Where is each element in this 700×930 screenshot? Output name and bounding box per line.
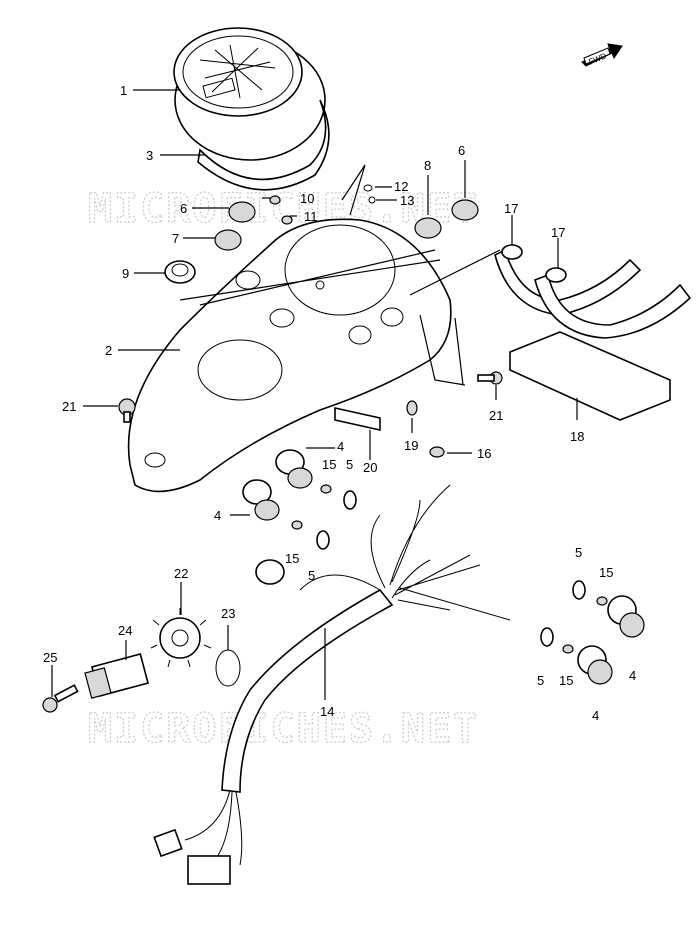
cushion-18 [509,331,671,421]
grommet-8 [414,217,442,239]
callout-15d: 15 [559,673,573,688]
speed-sensor-24 [84,653,150,699]
callout-17b: 17 [551,225,565,240]
callout-25: 25 [43,650,57,665]
callout-7: 7 [172,231,179,246]
callout-1: 1 [120,83,127,98]
callout-4d: 4 [592,708,599,723]
callout-9: 9 [122,266,129,281]
callout-4a: 4 [337,439,344,454]
screw-21-left [118,398,136,423]
grommet-6-right [451,199,479,221]
socket-4 [242,449,645,685]
washer-12 [363,184,373,192]
callout-5d: 5 [537,673,544,688]
callout-6a: 6 [180,201,187,216]
callout-5b: 5 [308,568,315,583]
callout-15b: 15 [285,551,299,566]
callout-17a: 17 [504,201,518,216]
fwd-arrow-icon: FWD [581,43,623,67]
washer-19 [406,400,418,416]
bulb-16 [429,446,445,458]
leader-lines [51,89,578,700]
meter-ring [197,99,330,191]
callout-numbers: 1 2 3 4 4 4 4 5 5 5 5 6 6 7 8 9 10 11 12… [43,83,636,723]
bolt-25 [42,684,79,713]
callout-23: 23 [221,606,235,621]
callout-21b: 21 [489,408,503,423]
grommet-6-left [228,201,256,223]
nut-10 [269,195,281,205]
meter-cover [127,218,452,493]
callout-10: 10 [300,191,314,206]
gear-22 [150,608,212,668]
callout-16: 16 [477,446,491,461]
watermark-top: MICROFICHES.NET [88,186,479,232]
circlip-23 [215,649,241,687]
callout-19: 19 [404,438,418,453]
callout-4c: 4 [629,668,636,683]
nut-11 [281,215,293,225]
grommet-7 [214,229,242,251]
callout-15c: 15 [599,565,613,580]
grommet-9 [164,260,196,284]
callout-24: 24 [118,623,132,638]
hose-17 [494,244,692,339]
callout-11: 11 [304,209,318,224]
callout-5a: 5 [346,457,353,472]
callout-3: 3 [146,148,153,163]
callout-2: 2 [105,343,112,358]
callout-18: 18 [570,429,584,444]
fwd-label: FWD [587,51,607,66]
callout-5c: 5 [575,545,582,560]
callout-4b: 4 [214,508,221,523]
pad-20 [334,407,381,431]
callout-14: 14 [320,704,334,719]
socket-5-and-bulb-15 [291,484,608,654]
screw-13 [368,196,376,204]
speedometer [173,27,326,161]
callout-8: 8 [424,158,431,173]
callout-21a: 21 [62,399,76,414]
screw-21-right [477,371,503,385]
callout-6b: 6 [458,143,465,158]
wiring-harness-14 [153,484,511,885]
callout-20: 20 [363,460,377,475]
watermark-bottom: MICROFICHES.NET [88,706,479,752]
callout-15a: 15 [322,457,336,472]
callout-12: 12 [394,179,408,194]
callout-22: 22 [174,566,188,581]
callout-13: 13 [400,193,414,208]
